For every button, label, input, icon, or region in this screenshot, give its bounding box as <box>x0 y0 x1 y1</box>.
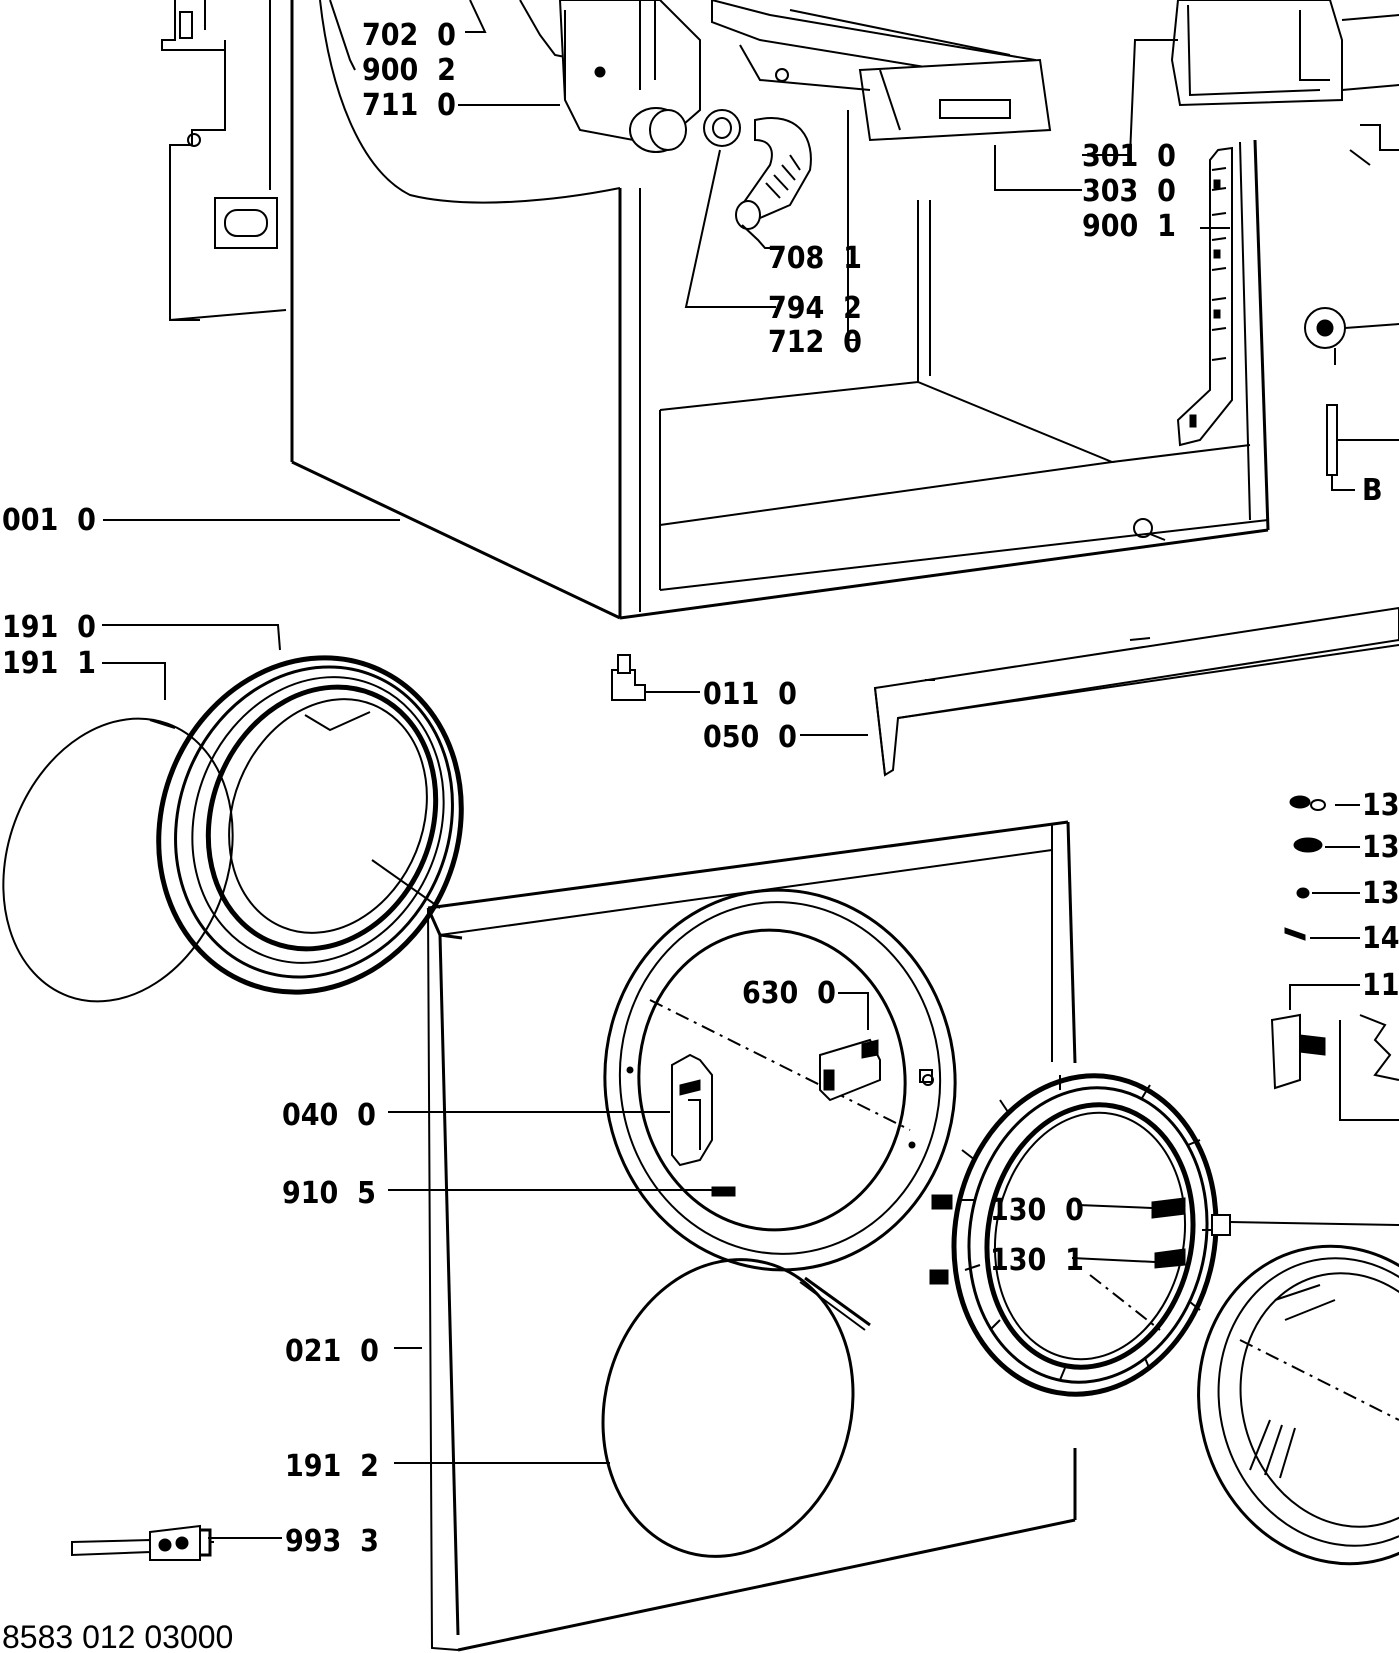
small-hardware <box>1270 795 1399 1121</box>
label-191-1: 191 1 <box>2 646 96 681</box>
door-glass <box>1197 1244 1399 1566</box>
label-993-3: 993 3 <box>285 1524 379 1559</box>
label-910-5: 910 5 <box>282 1176 376 1211</box>
label-900-1: 900 1 <box>1082 209 1176 244</box>
front-crossbar <box>873 606 1399 777</box>
cabinet-body <box>290 0 1270 620</box>
panel-porthole <box>603 888 957 1272</box>
label-712-0: 712 0 <box>768 325 862 360</box>
service-tool <box>71 1524 214 1561</box>
label-b: B <box>1362 473 1383 508</box>
label-900-2: 900 2 <box>362 53 456 88</box>
part-labels: 702 0 900 2 711 0 301 0 303 0 900 1 708 … <box>2 18 1399 1653</box>
leader-lines-front <box>208 992 869 1539</box>
top-right-housing <box>1170 0 1399 166</box>
label-303-0: 303 0 <box>1082 174 1176 209</box>
label-191-2: 191 2 <box>285 1449 379 1484</box>
label-011-0: 011 0 <box>703 677 797 712</box>
leader-lines-left-door <box>102 624 281 700</box>
detergent-dispenser <box>519 0 1052 230</box>
label-130-0: 130 0 <box>990 1193 1084 1228</box>
document-code: 8583 012 03000 <box>2 1619 233 1653</box>
label-001-0: 001 0 <box>2 503 96 538</box>
door-ring-left <box>2 655 464 1003</box>
leader-lines-top <box>103 0 1230 521</box>
label-708-1: 708 1 <box>768 241 862 276</box>
label-14: 14 <box>1362 921 1399 956</box>
label-040-0: 040 0 <box>282 1098 376 1133</box>
door-seal-bottom <box>601 1258 871 1558</box>
inner-door-frame <box>929 1073 1399 1397</box>
label-191-0: 191 0 <box>2 610 96 645</box>
label-794-2: 794 2 <box>768 291 862 326</box>
label-711-0: 711 0 <box>362 88 456 123</box>
label-630-0: 630 0 <box>742 976 836 1011</box>
rear-bracket <box>161 0 287 321</box>
label-13-b: 13 <box>1362 830 1399 865</box>
label-702-0: 702 0 <box>362 18 456 53</box>
front-panel <box>426 820 1077 1652</box>
label-13-c: 13 <box>1362 876 1399 911</box>
label-130-1: 130 1 <box>990 1243 1084 1278</box>
label-13-a: 13 <box>1362 788 1399 823</box>
label-050-0: 050 0 <box>703 720 797 755</box>
control-board <box>1176 146 1399 491</box>
adjustable-foot <box>611 654 700 701</box>
label-11: 11 <box>1362 968 1399 1003</box>
label-021-0: 021 0 <box>285 1334 379 1369</box>
label-301-0: 301 0 <box>1082 139 1176 174</box>
